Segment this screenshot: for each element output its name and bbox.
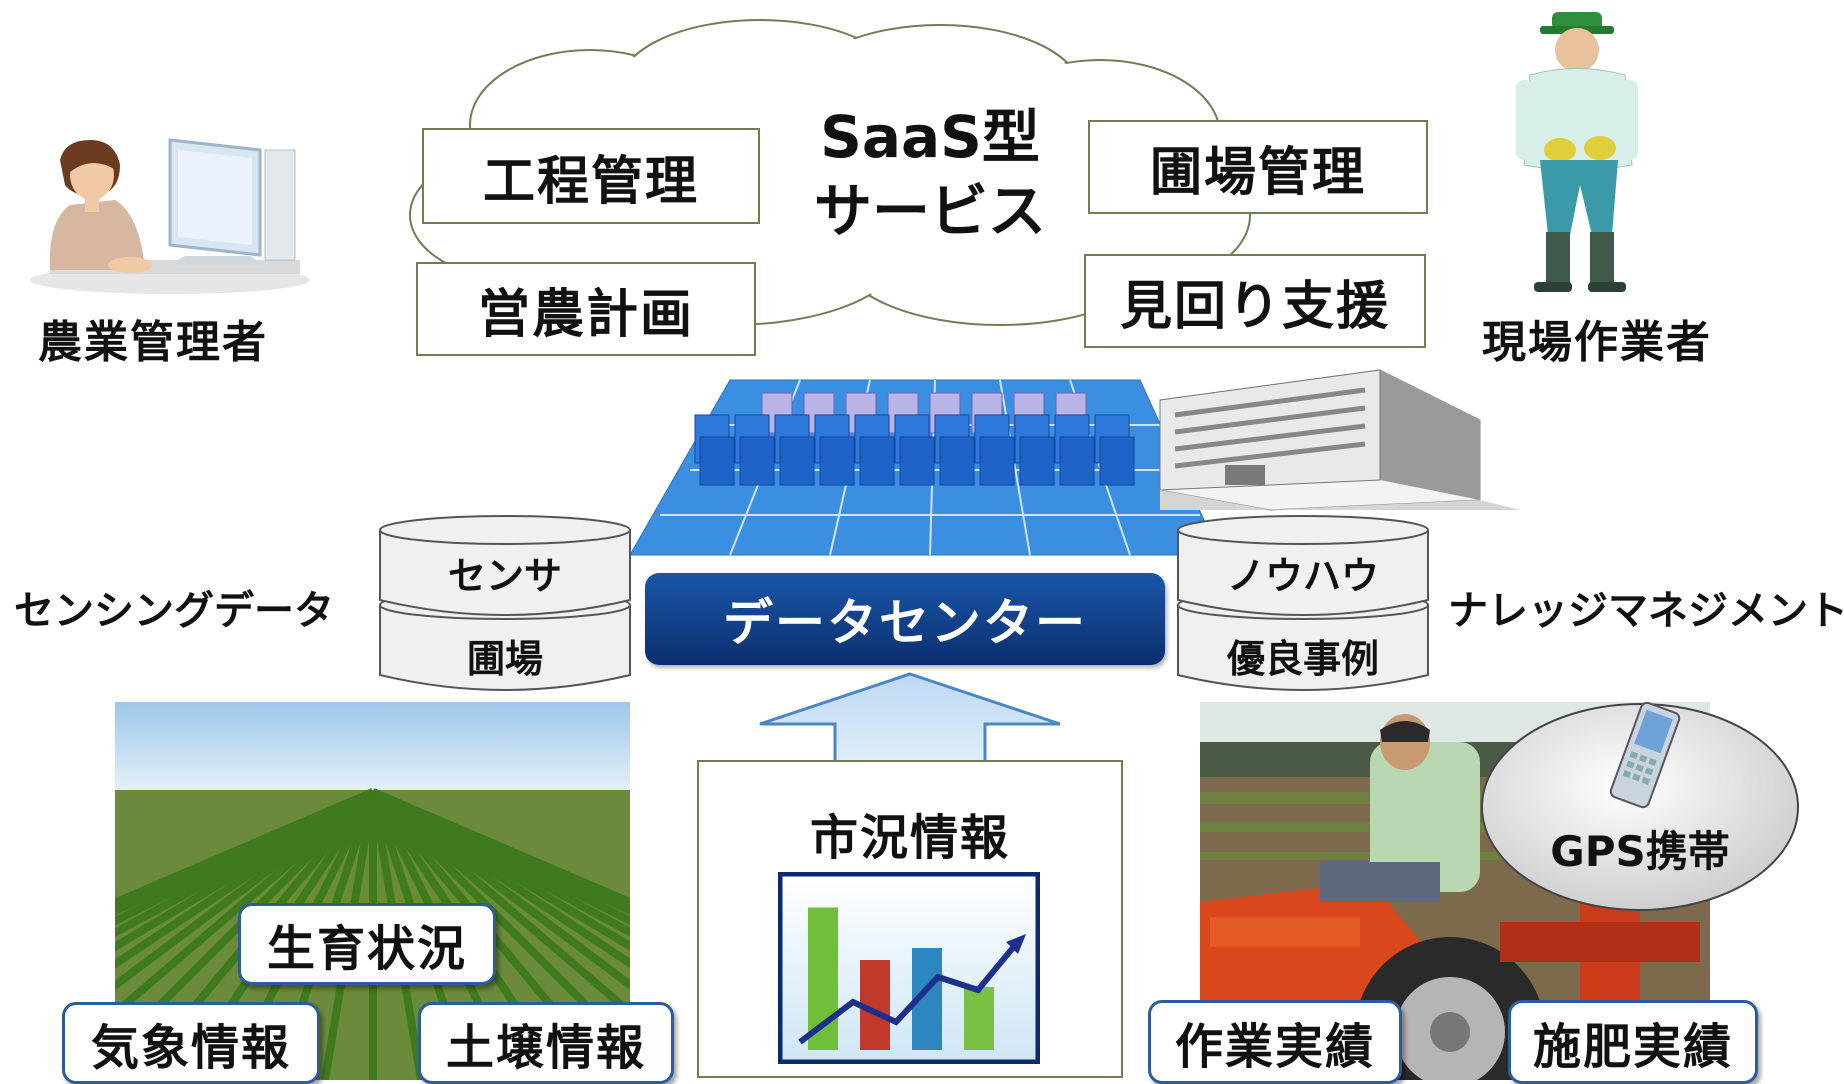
cloud-title-line1: SaaS型 [820,103,1040,171]
market-label: 市況情報 [809,810,1010,866]
tag-label: 作業実績 [1174,1019,1375,1075]
datacenter-label: データセンター [723,594,1087,652]
server-unit [779,436,815,486]
tractor-tag-fertilizer: 施肥実績 [1508,1000,1758,1084]
server-unit [859,436,895,486]
cylinder-label-field: 圃場 [466,637,543,681]
market-chart [778,872,1040,1064]
datacenter-platform [629,379,1221,556]
service-box-patrol: 見回り支援 [1084,254,1426,348]
crop-row [115,788,376,1019]
worker-label: 現場作業者 [1482,317,1712,368]
field-tag-weather: 気象情報 [62,1002,320,1084]
service-label: 工程管理 [482,151,699,212]
field-tag-soil: 土壌情報 [418,1002,674,1084]
crop-row [115,788,376,969]
server-unit [899,436,935,486]
manager-illustration [30,138,310,294]
left-database-stack [379,515,631,691]
market-bar [808,907,838,1050]
trend-arrowhead [1006,934,1026,954]
datacenter-banner: データセンター [645,573,1165,665]
server-unit [739,436,775,486]
market-bar [964,987,994,1050]
field-tag-growth: 生育状況 [238,903,496,985]
crop-row [115,788,376,952]
tag-label: 生育状況 [266,921,467,977]
knowledge-management-label: ナレッジマネジメント [1448,588,1844,634]
crop-row [371,788,630,907]
server-unit [1059,436,1095,486]
server-unit [819,436,855,486]
cloud-title: SaaS型 サービス [790,100,1070,248]
cylinder-label-knowhow: ノウハウ [1226,554,1379,598]
mobile-phone-icon [1609,701,1681,809]
crop-row [370,788,630,969]
crop-row [115,788,376,991]
cylinder-label-sensor: センサ [447,554,562,598]
trend-line [798,942,1019,1045]
service-label: 営農計画 [477,284,694,345]
server-unit [699,436,735,486]
service-box-process: 工程管理 [422,128,760,224]
right-database-stack [1177,515,1429,691]
crop-row [370,788,630,990]
crop-row [115,788,375,938]
tractor-tag-work: 作業実績 [1148,1000,1402,1084]
server-unit [1019,436,1055,486]
manager-label: 農業管理者 [38,317,268,368]
crop-row [370,788,630,1018]
worker-illustration [1516,12,1638,292]
tag-label: 土壌情報 [445,1020,646,1076]
cylinder-label-bestpractice: 優良事例 [1226,637,1379,681]
sensing-data-label: センシングデータ [14,588,334,634]
service-box-field: 圃場管理 [1088,120,1428,214]
tag-label: 気象情報 [90,1020,291,1076]
service-box-planning: 営農計画 [416,262,756,356]
server-unit [1099,436,1135,486]
building-illustration [1159,369,1520,511]
gps-label: GPS携帯 [1550,827,1730,876]
tag-label: 施肥実績 [1532,1019,1733,1075]
service-label: 見回り支援 [1119,276,1390,337]
service-label: 圃場管理 [1149,142,1366,203]
server-unit [979,436,1015,486]
cloud-title-line2: サービス [813,177,1046,245]
server-unit [939,436,975,486]
